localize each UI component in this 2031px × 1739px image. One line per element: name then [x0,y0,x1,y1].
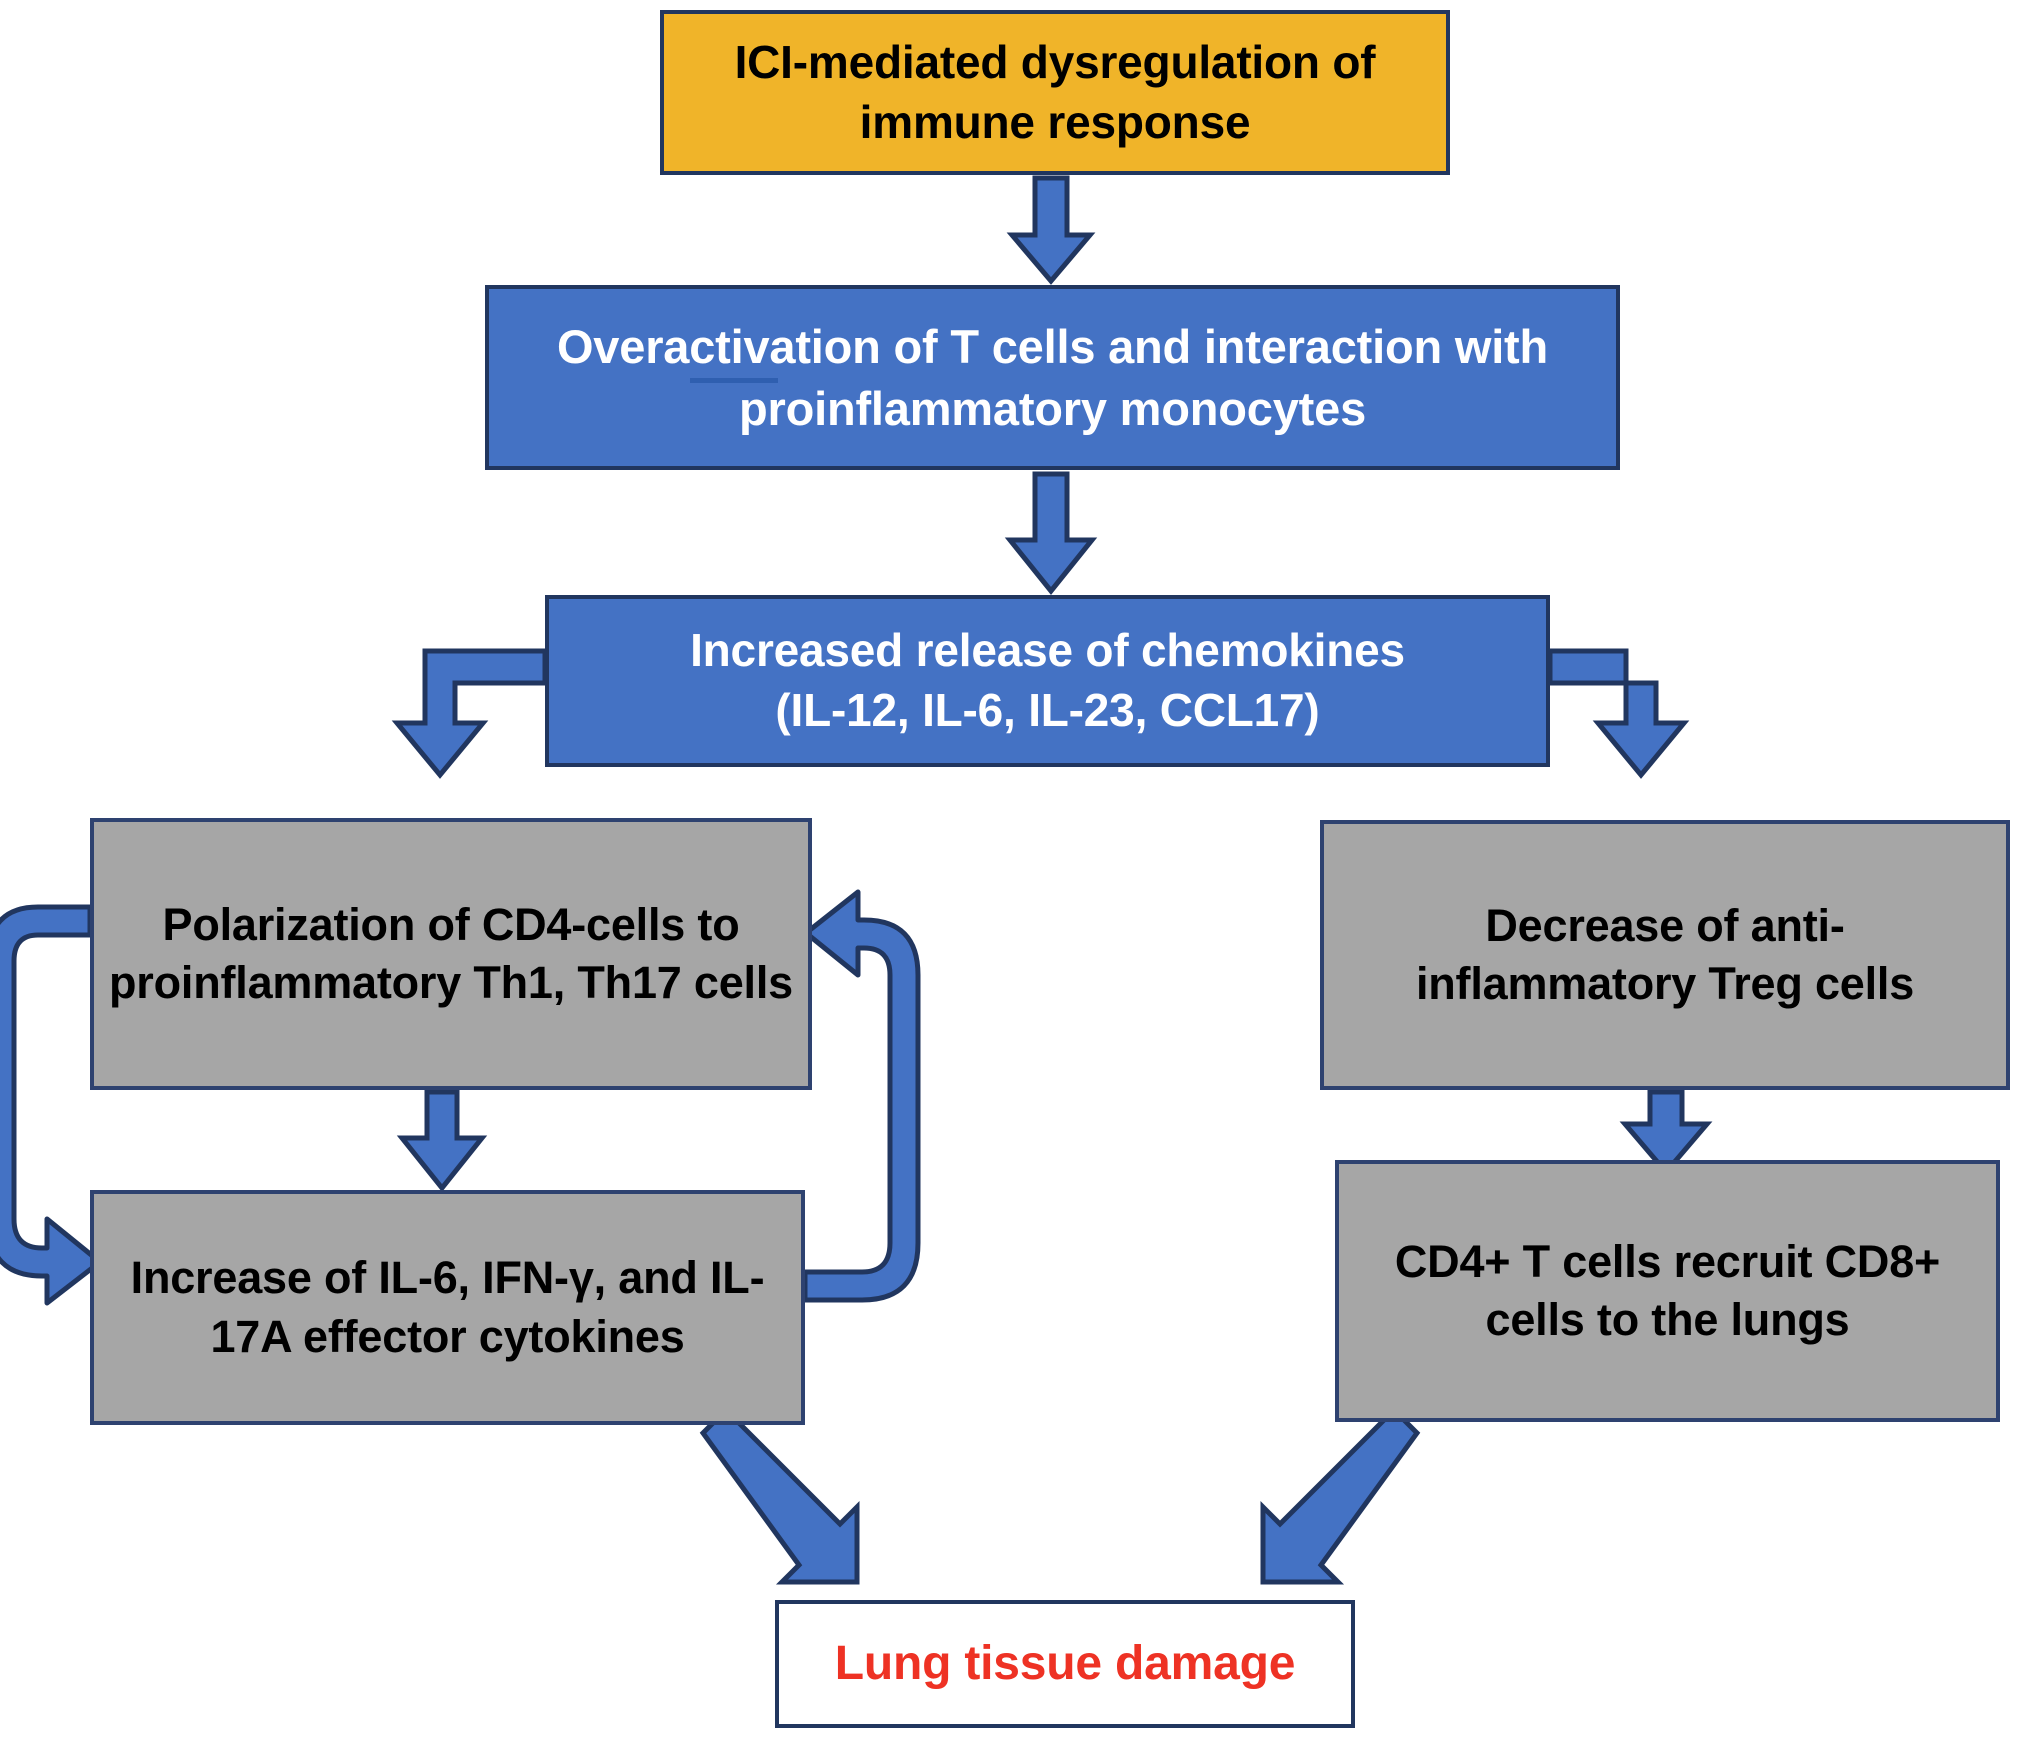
node-decrease-treg-cells[interactable]: Decrease of anti-inflammatory Treg cells [1320,820,2010,1090]
node-treg-label: Decrease of anti-inflammatory Treg cells [1415,899,1915,1010]
node-overactivation-t-cells[interactable]: Overactivation of T cells and interactio… [485,285,1620,470]
underline-artifact [690,378,778,383]
node-ici-label: ICI-mediated dysregulation of immune res… [734,35,1376,148]
node-lungdamage-label: Lung tissue damage [834,1636,1296,1690]
node-cd4-recruit-cd8-cells[interactable]: CD4+ T cells recruit CD8+ cells to the l… [1335,1160,2000,1422]
node-lung-tissue-damage[interactable]: Lung tissue damage [775,1600,1355,1728]
arrow-cytokines-to-lungdamage [699,1406,860,1585]
arrow-loop-right-cytokines-to-polarization [802,889,921,1303]
node-polarization-cd4-cells[interactable]: Polarization of CD4-cells to proinflamma… [90,818,812,1090]
node-chemokines-label-line1: Increased release of chemokines [690,624,1405,677]
arrow-cd8recruit-to-lungdamage [1260,1406,1421,1585]
arrow-chemokines-to-treg [1547,648,1690,779]
node-increase-effector-cytokines[interactable]: Increase of IL-6, IFN-γ, and IL-17A effe… [90,1190,805,1425]
arrow-ici-to-overactivation [1006,175,1096,285]
node-cytokines-label: Increase of IL-6, IFN-γ, and IL-17A effe… [130,1252,765,1362]
arrow-overactivation-to-chemokines [1004,471,1098,595]
node-cd8recruit-label: CD4+ T cells recruit CD8+ cells to the l… [1394,1235,1941,1346]
node-ici-mediated-dysregulation[interactable]: ICI-mediated dysregulation of immune res… [660,10,1450,175]
node-polarization-label: Polarization of CD4-cells to proinflamma… [109,898,793,1009]
node-chemokines-label-line2: (IL-12, IL-6, IL-23, CCL17) [775,684,1320,736]
node-overactivation-label: Overactivation of T cells and interactio… [556,320,1549,435]
arrow-polarization-to-cytokines [396,1089,488,1193]
arrow-loop-left-polarization-to-cytokines [0,904,103,1306]
arrow-chemokines-to-polarization [391,648,548,779]
node-increased-chemokines[interactable]: Increased release of chemokines (IL-12, … [545,595,1550,767]
